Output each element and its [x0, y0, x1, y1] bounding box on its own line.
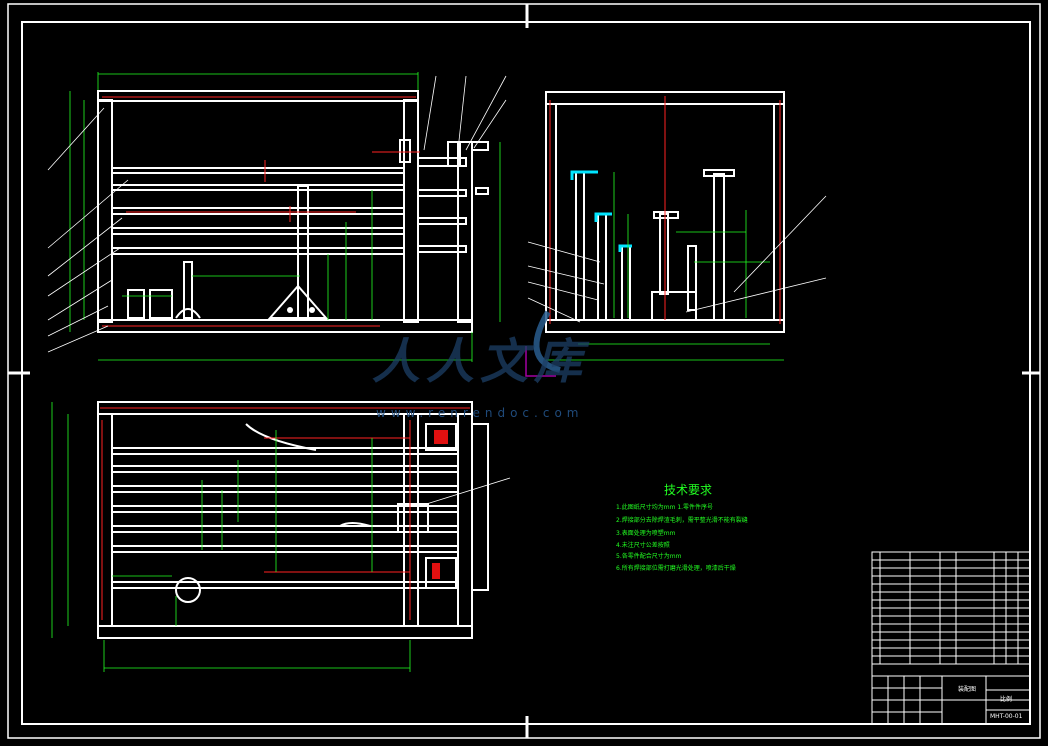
watermark-text: 人人文库	[372, 334, 589, 390]
top-view	[51, 401, 511, 672]
front-view	[47, 72, 507, 362]
technical-requirements-title: 技术要求	[664, 483, 713, 497]
watermark-emblem	[525, 310, 561, 377]
technical-requirement-5: 5.各零件配合尺寸为mm	[616, 553, 682, 560]
title-block	[871, 551, 1031, 725]
title-block-drawing-number: MHT-00-01	[990, 713, 1023, 720]
watermark-url: www.renrendoc.com	[376, 406, 584, 420]
technical-requirement-2: 2.焊接部分去除焊渣毛刺，需平整光滑不能有裂缝	[616, 517, 748, 524]
technical-requirement-3: 3.表面处理为喷塑mm	[616, 530, 676, 537]
technical-requirement-4: 4.未注尺寸公差按照	[616, 542, 670, 549]
side-view	[527, 91, 827, 361]
technical-requirement-1: 1.此图纸尺寸均为mm 1.零件件序号	[616, 504, 714, 511]
sheet-frame	[7, 3, 1041, 739]
technical-requirement-6: 6.所有焊接部位需打磨光滑处理，喷漆后干燥	[616, 565, 736, 572]
title-block-name: 装配图	[958, 686, 977, 693]
title-block-scale: 比例	[1000, 696, 1013, 703]
